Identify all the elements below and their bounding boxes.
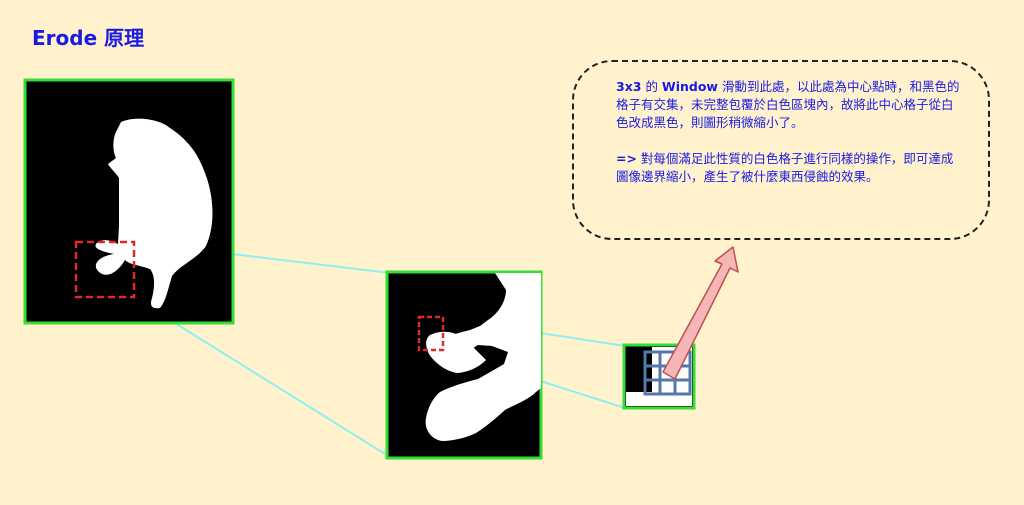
page-title: Erode 原理 xyxy=(32,28,144,48)
selection-box-2 xyxy=(417,315,445,352)
white-shape xyxy=(95,118,213,309)
zoom-panel-2 xyxy=(622,343,696,410)
window-word-label: Window xyxy=(661,79,718,94)
zoomed-finger xyxy=(426,331,486,373)
callout-paragraph-1: 3x3 的 Window 滑動到此處，以此處為中心點時，和黑色的格子有交集，未完… xyxy=(616,78,964,132)
zoom-panel-1 xyxy=(385,270,543,460)
pointer-arrow xyxy=(662,246,739,380)
callout-text: 3x3 的 Window 滑動到此處，以此處為中心點時，和黑色的格子有交集，未完… xyxy=(616,78,964,186)
original-image-panel xyxy=(23,78,235,325)
callout-p1-text-2: 滑動到此處，以此處為中心點時，和黑色的格子有交集，未完整包覆於白色區塊內，故將此… xyxy=(616,79,960,130)
title-prefix: Erode xyxy=(32,26,98,50)
title-suffix: 原理 xyxy=(104,26,145,50)
window-size-label: 3x3 xyxy=(616,79,642,94)
zoomed-body xyxy=(425,273,541,441)
selection-box-1 xyxy=(74,240,136,299)
arrow-symbol-label: => xyxy=(616,151,637,166)
callout-p1-text-1: 的 xyxy=(641,79,662,94)
callout-paragraph-2: => 對每個滿足此性質的白色格子進行同樣的操作，即可達成圖像邊界縮小，產生了被什… xyxy=(616,150,964,186)
explanation-callout: 3x3 的 Window 滑動到此處，以此處為中心點時，和黑色的格子有交集，未完… xyxy=(572,60,990,240)
callout-p2-text: 對每個滿足此性質的白色格子進行同樣的操作，即可達成圖像邊界縮小，產生了被什麼東西… xyxy=(616,151,954,184)
